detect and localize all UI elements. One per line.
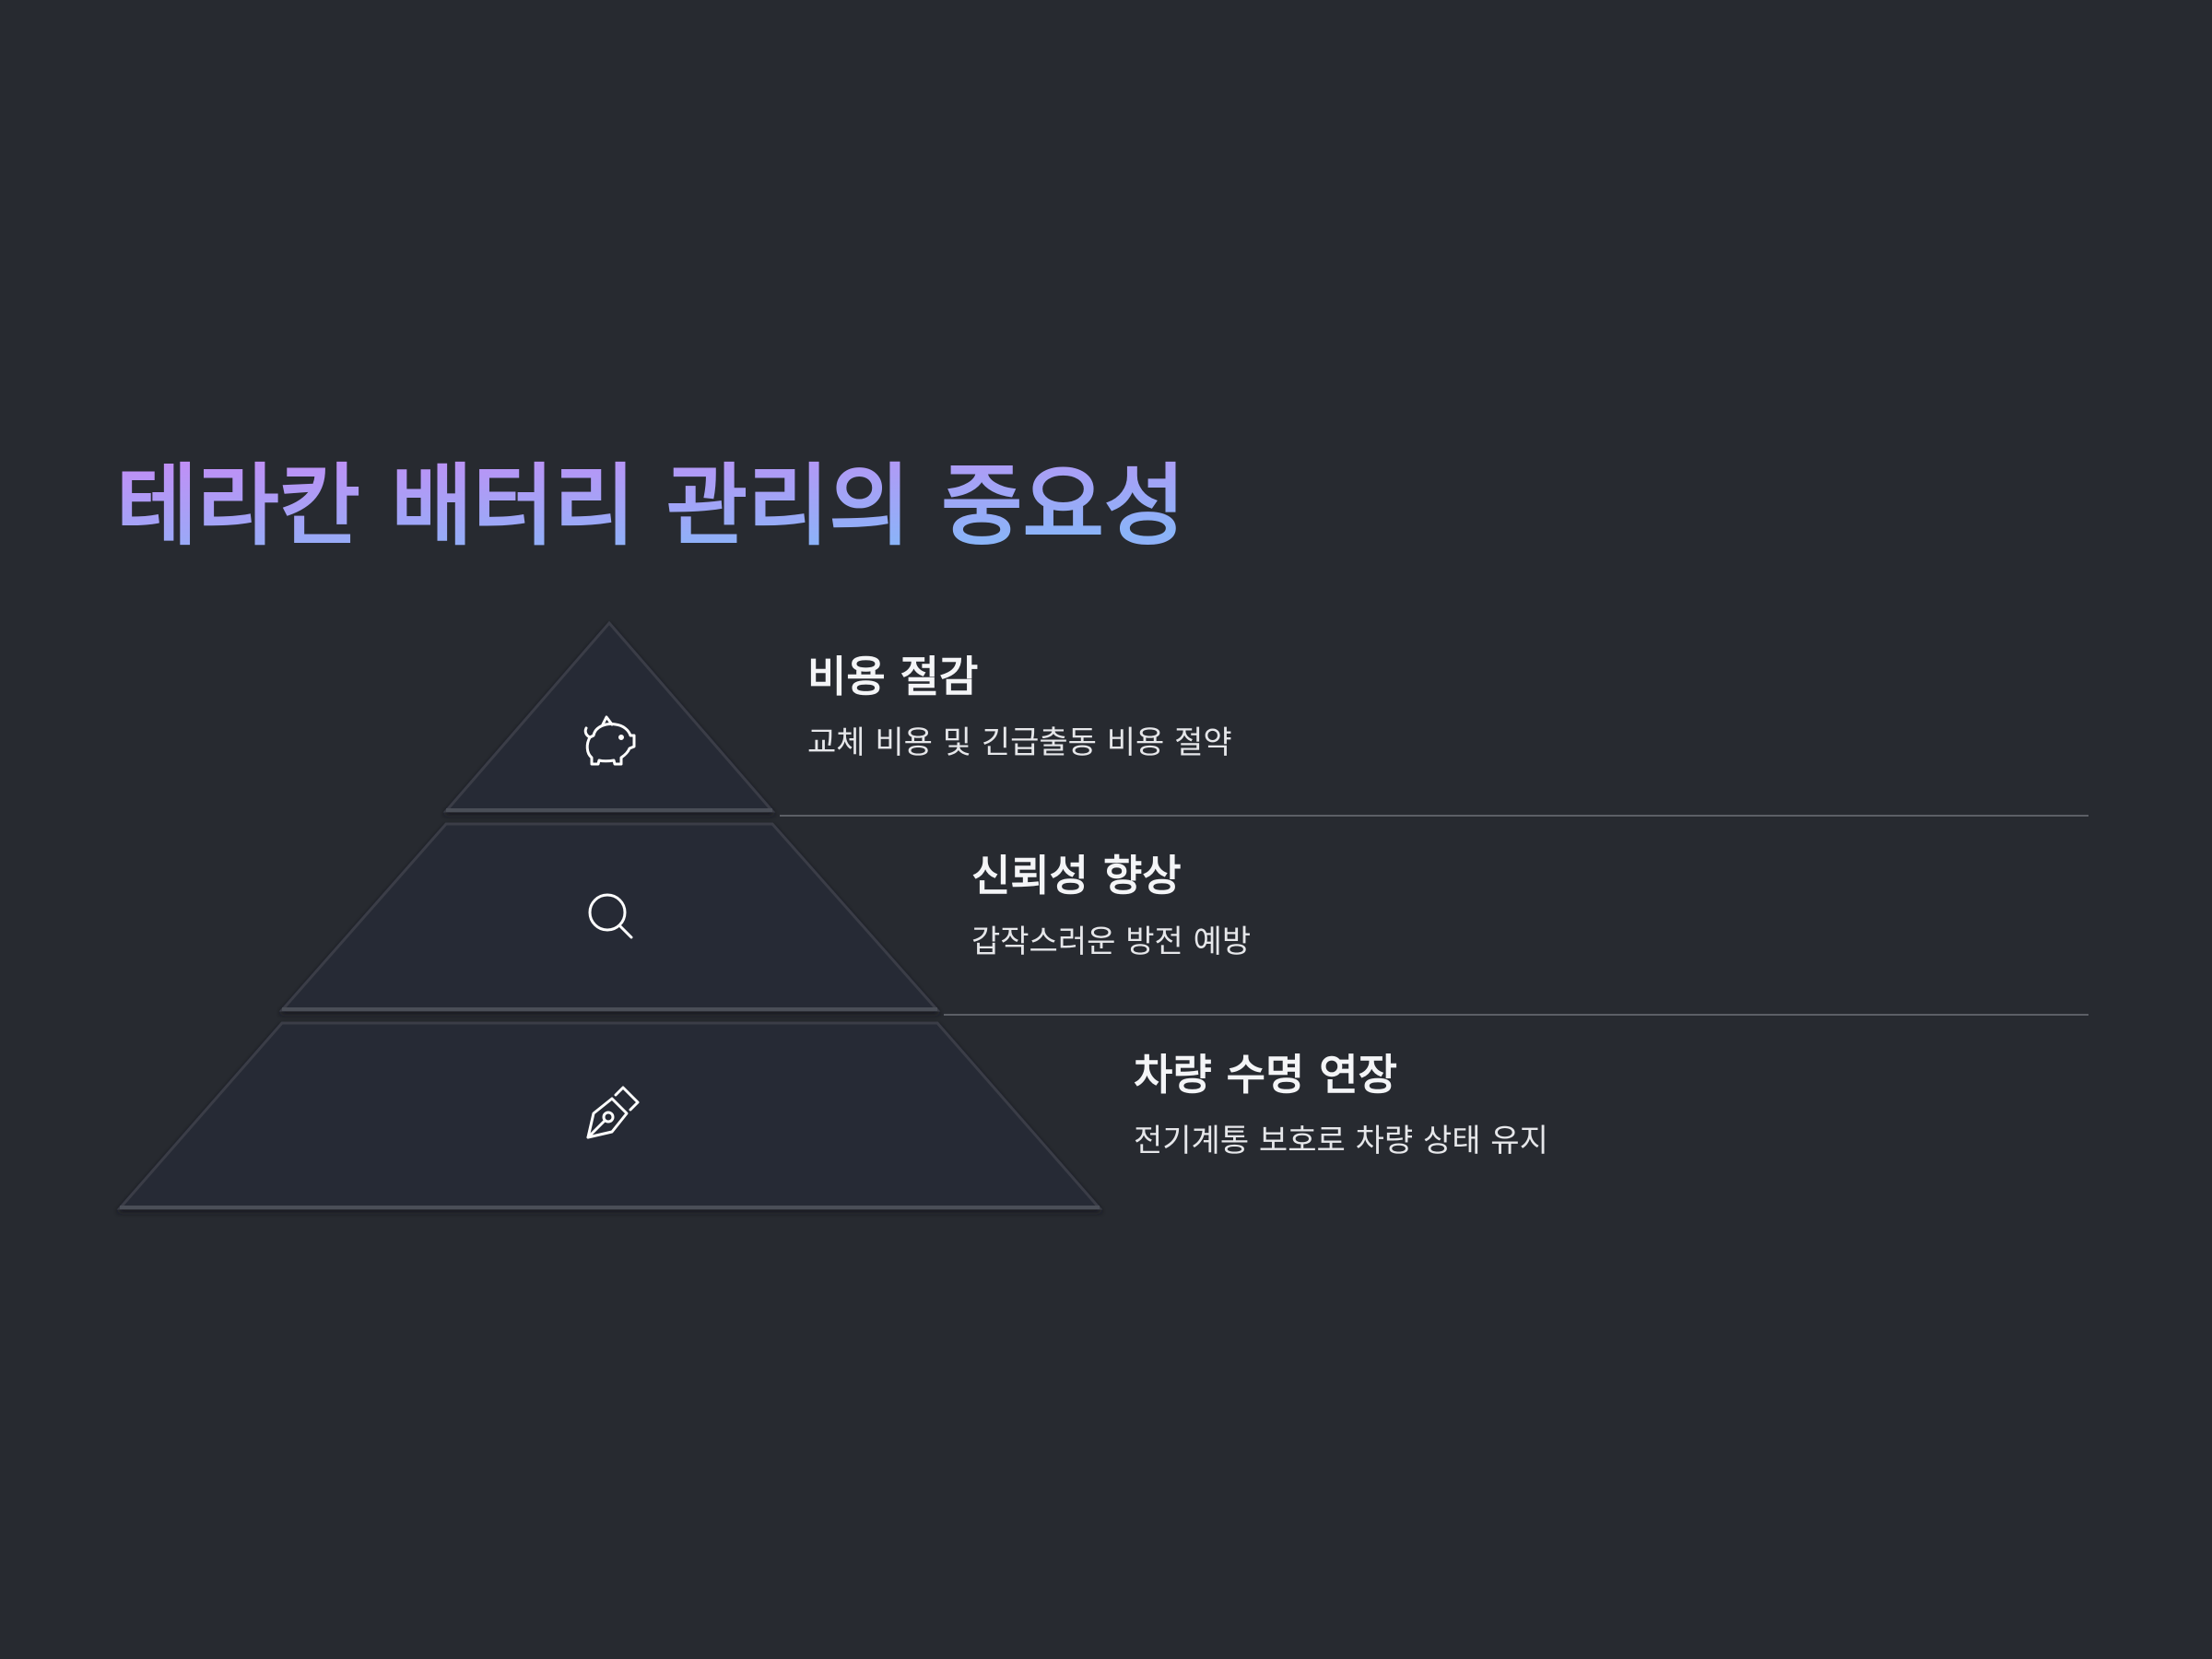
page-title: 테라칸 배터리 관리의 중요성 — [116, 446, 1222, 557]
title-svg: 테라칸 배터리 관리의 중요성 — [116, 454, 1185, 557]
layer-1-divider — [780, 815, 2088, 817]
layer-1-heading: 비용 절감 — [807, 652, 979, 701]
layer-2-heading: 신뢰성 향상 — [971, 851, 1182, 900]
layer-2-description: 갑작스러운 방전 예방 — [971, 924, 1252, 960]
layer-2-text: 신뢰성 향상 갑작스러운 방전 예방 — [971, 850, 1251, 962]
layer-3-heading: 차량 수명 연장 — [1134, 1050, 1397, 1100]
pyramid-layer-bottom — [116, 1021, 1103, 1210]
pyramid-layer-top — [442, 620, 776, 813]
search-icon — [588, 893, 633, 939]
pen-nib-icon — [586, 1086, 640, 1139]
page-title-text: 테라칸 배터리 관리의 중요성 — [116, 454, 1185, 557]
layer-1-text: 비용 절감 교체 비용 및 긴급출동 비용 절약 — [807, 651, 1232, 763]
pyramid-layer-middle — [278, 822, 941, 1012]
layer-1-description: 교체 비용 및 긴급출동 비용 절약 — [807, 724, 1232, 761]
layer-3-description: 전기계통 보호로 차량 상태 유지 — [1134, 1123, 1548, 1159]
layer-2-divider — [944, 1014, 2088, 1016]
piggy-bank-icon — [583, 715, 636, 766]
layer-3-text: 차량 수명 연장 전기계통 보호로 차량 상태 유지 — [1134, 1049, 1548, 1161]
